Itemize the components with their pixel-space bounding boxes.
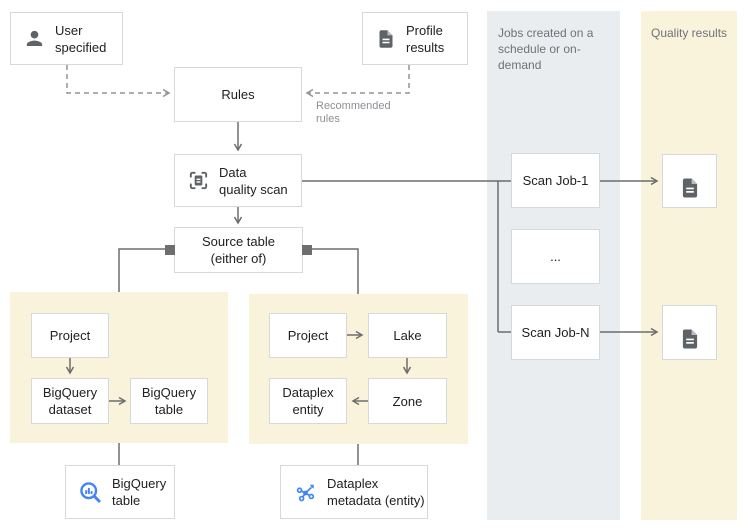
data-quality-scan-node: Data quality scan [174,154,302,207]
bigquery-magnifier-icon [78,480,103,505]
source-table-node: Source table (either of) [174,227,303,273]
dataplex-project-label: Project [287,328,329,343]
scan-job-ellipsis-label: ... [550,249,561,264]
quality-result-1-node [662,154,717,208]
scan-job-1-node: Scan Job-1 [511,153,600,208]
recommended-rules-label: Recommended rules [316,100,391,125]
zone-label: Zone [392,393,423,409]
edge-profile-to-rules-dashed [305,65,410,98]
dataplex-network-icon [293,480,318,505]
zone-node: Zone [368,378,447,424]
profile-results-label: Profile results [406,22,445,55]
document-icon [678,310,702,355]
bq-project-node: Project [31,313,109,358]
scan-job-n-node: Scan Job-N [511,305,600,360]
bigquery-table-bottom-node: BigQuery table [65,465,175,519]
lake-node: Lake [368,313,447,358]
source-table-right-port [302,245,312,255]
quality-results-column [641,11,737,520]
bq-project-label: Project [49,328,91,343]
user-specified-label: User specified [55,22,107,55]
bq-table-node: BigQuery table [130,378,208,424]
person-icon [23,27,46,50]
edge-source-to-bq-group [118,248,171,292]
bq-dataset-label: BigQuery dataset [42,385,98,417]
dataplex-project-node: Project [269,313,347,358]
bigquery-table-bottom-label: BigQuery table [112,476,167,508]
scan-job-n-label: Scan Job-N [521,325,590,340]
edge-user-to-rules-dashed [66,65,171,98]
rules-node: Rules [174,67,302,122]
dataplex-entity-node: Dataplex entity [269,378,347,424]
source-table-left-port [165,245,175,255]
quality-result-2-node [662,305,717,360]
jobs-column-header: Jobs created on a schedule or on-demand [498,26,594,72]
dataplex-metadata-bottom-node: Dataplex metadata (entity) [280,465,428,519]
lake-label: Lake [393,328,422,343]
source-table-label: Source table (either of) [202,234,275,266]
data-quality-scan-label: Data quality scan [219,164,288,197]
rules-label: Rules [221,87,255,102]
scan-job-ellipsis-node: ... [511,229,600,284]
profile-results-node: Profile results [362,12,468,65]
document-icon [678,159,702,204]
scan-frame-icon [187,169,210,192]
bq-dataset-node: BigQuery dataset [31,378,109,424]
quality-results-column-header: Quality results [651,26,728,40]
document-icon [375,28,397,50]
edge-source-to-dataplex-group [308,248,359,294]
scan-job-1-label: Scan Job-1 [522,173,589,188]
bq-table-label: BigQuery table [141,385,197,417]
dataplex-entity-label: Dataplex entity [282,385,334,417]
user-specified-node: User specified [10,12,123,65]
dataplex-metadata-bottom-label: Dataplex metadata (entity) [327,476,425,508]
